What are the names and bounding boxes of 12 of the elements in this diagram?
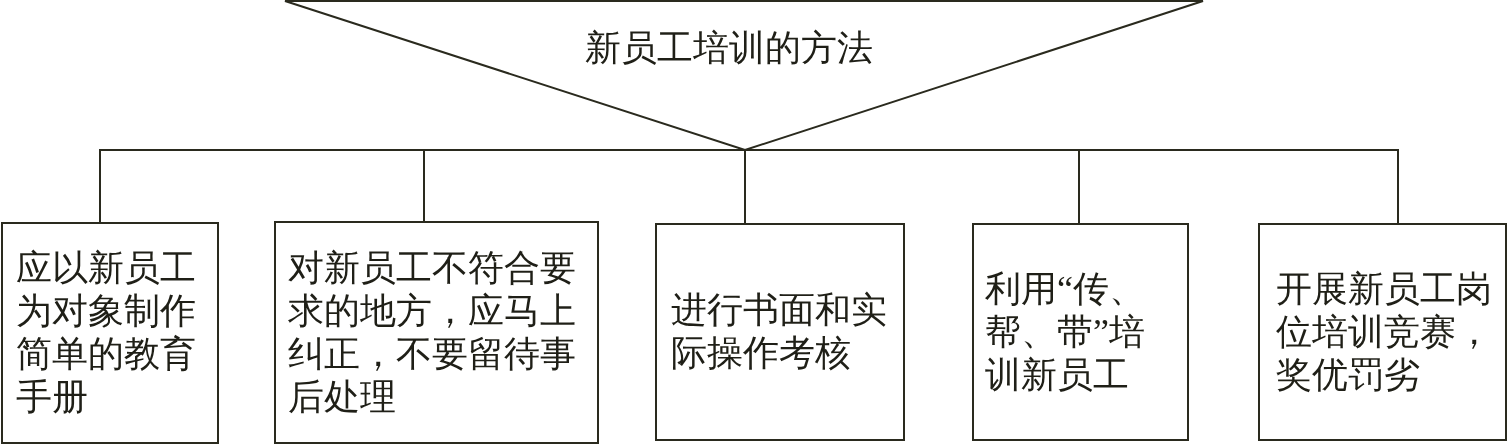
method-box: [1, 222, 219, 444]
method-text: 对新员工不符合要求的地方，应马上纠正，不要留待事后处理: [288, 246, 577, 419]
method-text: 开展新员工岗位培训竞赛，奖优罚劣: [1276, 267, 1493, 397]
method-text: 利用“传、帮、带”培训新员工: [985, 267, 1146, 397]
connector-line: [744, 149, 746, 224]
method-box: [972, 223, 1189, 441]
heading-text: 新员工培训的方法: [585, 27, 873, 70]
method-box: [655, 223, 905, 441]
method-text: 应以新员工为对象制作简单的教育手册: [16, 247, 197, 419]
method-box: [274, 221, 599, 444]
method-text: 进行书面和实际操作考核: [671, 289, 888, 375]
method-box: [1258, 223, 1507, 441]
